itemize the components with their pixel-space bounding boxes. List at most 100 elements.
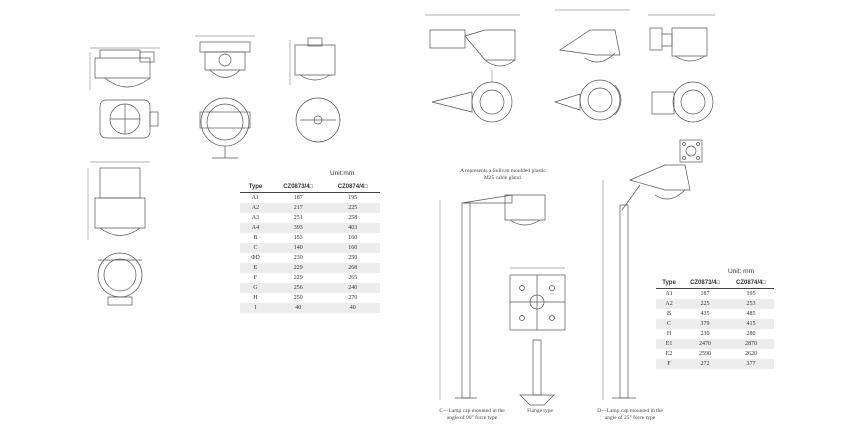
table-cell: 195 bbox=[746, 291, 756, 297]
table-cell: 251 bbox=[293, 215, 303, 221]
table-header: CZ0874/4□ bbox=[325, 182, 380, 193]
pole-note-line: M25 cable gland. bbox=[483, 175, 523, 181]
table-header: CZ0873/4□ bbox=[682, 278, 729, 289]
table-cell: 187 bbox=[293, 195, 303, 201]
caption-flange: Flange type bbox=[527, 408, 553, 414]
table-cell: A3 bbox=[251, 215, 260, 221]
lamp-flange-side-icon bbox=[648, 14, 715, 62]
lamp-flange-plan-icon bbox=[651, 81, 714, 123]
table-cell: 256 bbox=[270, 283, 326, 293]
table-cell: 195 bbox=[348, 195, 358, 201]
caption-line: angle of 25° force type bbox=[604, 415, 656, 421]
table-cell: 2470 bbox=[682, 339, 729, 349]
table-row: A1 187 195 bbox=[240, 193, 380, 204]
table-cell: 270 bbox=[348, 295, 358, 301]
table-header: CZ0873/4□ bbox=[270, 182, 326, 193]
table-header: Type bbox=[240, 182, 271, 193]
table-cell: G bbox=[240, 283, 271, 293]
table-cell: 229 bbox=[293, 275, 303, 281]
table-cell: 160 bbox=[348, 235, 358, 241]
table-cell: B bbox=[253, 235, 258, 241]
table-cell: 153 bbox=[293, 235, 303, 241]
table-cell: ΦD bbox=[251, 255, 260, 261]
table-cell: A2 bbox=[240, 203, 271, 213]
fixture-round-plan-icon bbox=[295, 97, 341, 143]
table-cell: H bbox=[253, 295, 258, 301]
table-cell: 2590 bbox=[699, 351, 712, 357]
lamp-wall-side-icon bbox=[425, 14, 520, 67]
table-cell: 225 bbox=[682, 299, 729, 309]
table-cell: 258 bbox=[348, 215, 358, 221]
caption-line: C—Lamp cap mounted in the bbox=[439, 408, 505, 414]
table-cell: 187 bbox=[700, 291, 710, 297]
fixture-bracket-view-icon bbox=[195, 35, 255, 78]
fixture-top-view-icon bbox=[289, 37, 336, 85]
flange-post-icon bbox=[519, 339, 555, 406]
table-row: A3 251 258 bbox=[240, 213, 380, 223]
table-cell: C bbox=[656, 319, 683, 329]
table-cell: F bbox=[656, 359, 683, 369]
fixture-pendant-view-icon bbox=[87, 161, 150, 240]
caption-c: C—Lamp cap mounted in the angle of 90° f… bbox=[432, 408, 512, 422]
table-row: B 153 160 bbox=[240, 233, 380, 243]
table-cell: B bbox=[667, 311, 672, 317]
pole-note: A represents a Sullvan moulded plastic M… bbox=[448, 168, 558, 182]
table-header: Type bbox=[656, 278, 683, 289]
table-cell: 230 bbox=[700, 331, 710, 337]
left-table-unit: Unit:mm bbox=[330, 170, 355, 177]
table-cell: H bbox=[666, 331, 672, 337]
table-cell: E bbox=[240, 263, 271, 273]
table-cell: C bbox=[240, 243, 271, 253]
table-header: CZ0874/4□ bbox=[728, 278, 774, 289]
flange-plate-icon bbox=[509, 267, 566, 331]
caption-line: angle of 90° force type bbox=[446, 415, 498, 421]
lamp-angled-plan-icon bbox=[553, 79, 622, 121]
table-cell: 265 bbox=[348, 275, 358, 281]
caption-d: D—Lamp cap mounted in the angle of 25° f… bbox=[590, 408, 670, 422]
table-cell: 435 bbox=[700, 311, 710, 317]
fixture-side-view-icon bbox=[89, 47, 160, 90]
table-cell: A4 bbox=[240, 223, 271, 233]
pole-mount-d-icon bbox=[602, 164, 691, 400]
table-cell: A1 bbox=[251, 195, 260, 201]
flange-plate-small-icon bbox=[679, 139, 703, 163]
table-cell: 40 bbox=[325, 303, 380, 313]
right-table-unit: Unit: mm bbox=[728, 268, 754, 275]
table-cell: 229 bbox=[270, 263, 326, 273]
lamp-wall-plan-icon bbox=[431, 70, 513, 123]
table-cell: 268 bbox=[325, 263, 380, 273]
table-cell: 379 bbox=[682, 319, 729, 329]
table-cell: 393 bbox=[270, 223, 326, 233]
lamp-angled-side-icon bbox=[555, 9, 630, 63]
table-cell: A1 bbox=[665, 291, 673, 297]
pole-note-line: A represents a Sullvan moulded plastic bbox=[460, 168, 546, 174]
table-cell: 280 bbox=[746, 331, 756, 337]
table-cell: 272 bbox=[682, 359, 729, 369]
table-cell: 230 bbox=[293, 255, 303, 261]
table-cell: A2 bbox=[656, 299, 683, 309]
table-cell: 253 bbox=[728, 299, 774, 309]
table-cell: E2 bbox=[665, 351, 673, 357]
table-cell: 403 bbox=[325, 223, 380, 233]
table-cell: 2870 bbox=[728, 339, 774, 349]
table-cell: 225 bbox=[325, 203, 380, 213]
table-cell: 140 bbox=[270, 243, 326, 253]
table-row: H 230 280 bbox=[656, 329, 774, 339]
fixture-round-body-icon bbox=[199, 97, 251, 159]
